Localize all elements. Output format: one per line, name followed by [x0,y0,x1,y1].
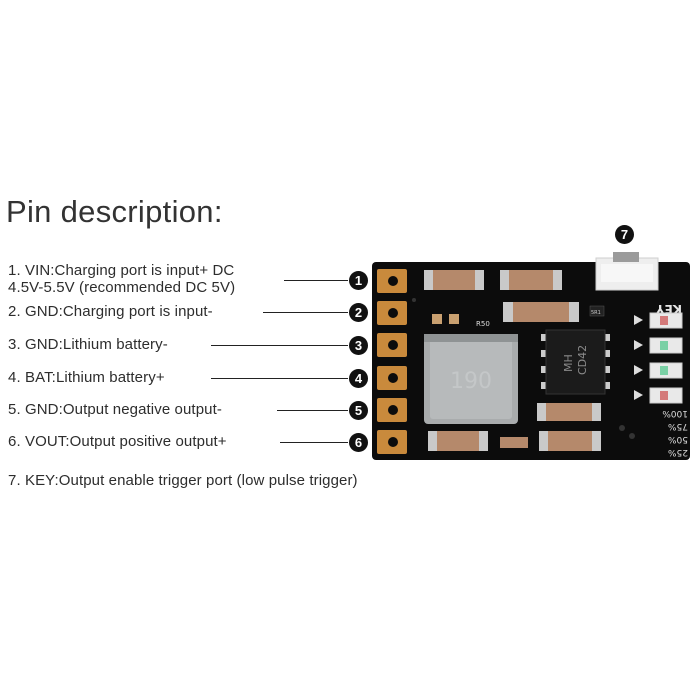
percent-label-25: 25% [668,447,688,457]
pin-3-description: 3. GND:Lithium battery- [8,336,168,353]
page-title: Pin description: [6,194,223,229]
pad-hole-5 [388,405,398,415]
capacitor-top-3 [503,302,579,322]
led-arrow-4 [634,390,643,400]
pin-badge-3: 3 [349,336,368,355]
percent-label-100: 100% [662,408,688,418]
key-switch [595,252,659,291]
pad-hole-6 [388,437,398,447]
ic-chip: MH CD42 [541,329,610,395]
pad-hole-2 [388,308,398,318]
capacitors-bottom [428,403,601,451]
inductor-marking: 190 [450,369,492,394]
via [619,425,625,431]
percent-label-50: 50% [668,434,688,444]
pad-hole-3 [388,340,398,350]
led-indicators [634,312,683,404]
capacitor-top-1 [424,270,484,290]
pad-hole-4 [388,373,398,383]
led-arrow-3 [634,365,643,375]
percent-label-75: 75% [668,421,688,431]
chip-marking-1: MH [562,354,575,372]
pin-7-description: 7. KEY:Output enable trigger port (low p… [8,472,358,489]
pin-4-description: 4. BAT:Lithium battery+ [8,369,165,386]
pin-1-description: 1. VIN:Charging port is input+ DC 4.5V-5… [8,262,235,296]
capacitor-bottom-3 [539,431,601,451]
leader-line-2 [263,312,348,313]
resistor-r50-label: R50 [476,320,490,328]
chip-marking-2: CD42 [576,345,589,375]
leader-line-6 [280,442,348,443]
led-arrow-2 [634,340,643,350]
capacitor-bottom-1 [537,403,601,421]
pin-badge-1: 1 [349,271,368,290]
leader-line-5 [277,410,348,411]
via [629,433,635,439]
leader-line-4 [211,378,348,379]
capacitor-bottom-2 [428,431,488,451]
led-arrow-1 [634,315,643,325]
leader-line-3 [211,345,348,346]
resistor-5r1-label: 5R1 [591,310,601,316]
capacitors-top [424,270,579,322]
pin-badge-7: 7 [615,225,634,244]
pin-6-description: 6. VOUT:Output positive output+ [8,433,227,450]
resistor-bottom [500,437,528,448]
pin-badge-5: 5 [349,401,368,420]
pin-2-description: 2. GND:Charging port is input- [8,303,213,320]
pin-badge-4: 4 [349,369,368,388]
pin-badge-2: 2 [349,303,368,322]
edge-pads [377,269,407,454]
via [412,298,416,302]
resistor-5r1 [589,305,605,317]
pin-badge-6: 6 [349,433,368,452]
pad-hole-1 [388,276,398,286]
pin-1-line-1: 1. VIN:Charging port is input+ DC [8,262,235,279]
pin-1-line-2: 4.5V-5.5V (recommended DC 5V) [8,279,236,296]
pin-5-description: 5. GND:Output negative output- [8,401,222,418]
resistor-r50 [432,314,442,324]
capacitor-top-2 [500,270,562,290]
leader-line-1 [284,280,348,281]
inductor: 190 [424,334,518,424]
pcb-board [372,262,690,460]
